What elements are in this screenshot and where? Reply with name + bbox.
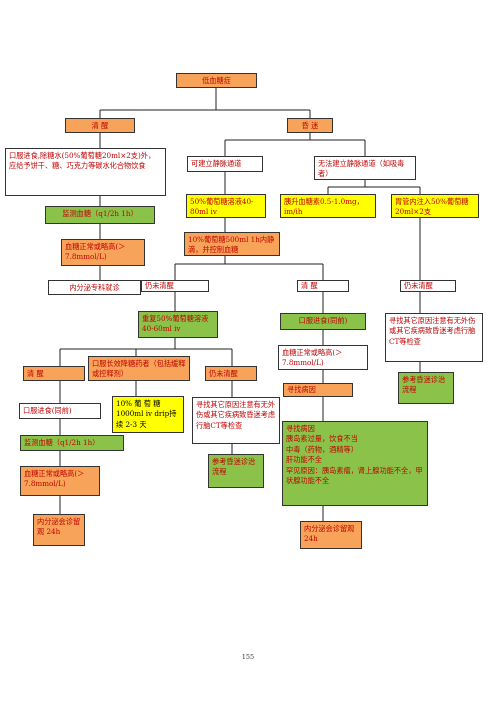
find-other-cause-mid-node: 寻找其它原因注意有无外伤或其它疾病致昏迷考虑行脑CT等检查 (192, 397, 280, 444)
coma-node: 昏 迷 (287, 118, 333, 133)
title-node: 低血糖症 (176, 73, 257, 88)
conscious-node: 清 醒 (65, 118, 135, 133)
awake-node: 清 醒 (297, 280, 349, 292)
endocrine-observe-right-node: 内分泌会诊留观 24h (300, 521, 362, 549)
still-unconscious-right-node: 仍未清醒 (400, 280, 456, 292)
endocrine-observe-left-node: 内分泌会诊留 观 24h (33, 514, 85, 546)
glucose-drip-node: 10% 葡 萄 糖1000ml iv drip持续 2-3 天 (112, 396, 184, 433)
oral-eat-node: 口服进食(同前) (280, 313, 366, 330)
find-cause-node: 寻找病因 (283, 383, 353, 397)
still-unconscious-2-node: 仍未清醒 (205, 366, 257, 381)
stomach-tube-node: 胃管内注入50%葡萄糖20ml×2支 (391, 194, 479, 218)
causes-node: 寻找病因 胰岛素过量，饮食不当 中毒（药物，酒精等） 肝功能不全 罕见原因：胰岛… (282, 421, 428, 506)
glucagon-node: 胰升血糖素0.5-1.0mg，im/ih (280, 194, 376, 218)
still-unconscious-node: 仍未清醒 (141, 280, 209, 292)
find-other-cause-node: 寻找其它原因注意有无外伤或其它疾病致昏迷考虑行脑CT等检查 (385, 313, 483, 362)
glucose10-node: 10%葡萄糖500ml 1h内静滴，并控制血糖 (184, 232, 280, 256)
coma-reference-node: 参考昏迷诊治流程 (398, 372, 454, 404)
monitor-glucose-2-node: 监测血糖（q1/2h 1h） (20, 435, 124, 451)
glucose-normal-mid-node: 血糖正常或略高(＞7.8mmol/L) (278, 345, 368, 370)
glucose-normal-2-node: 血糖正常或略高(＞7.8mmol/L) (20, 466, 100, 496)
awake-left-node: 清 醒 (23, 366, 85, 381)
endocrine-clinic-node: 内分泌专科就诊 (48, 280, 141, 295)
iv-impossible-node: 无法建立静脉通道（如吸毒者） (314, 156, 416, 180)
long-acting-drug-node: 口服长效降糖药者（包括缓释或控释剂） (88, 356, 190, 381)
repeat-glucose-node: 重复50%葡萄糖溶液40-60ml iv (138, 311, 218, 338)
monitor-glucose-node: 监测血糖（q1/2h 1h） (45, 206, 155, 224)
glucose50-node: 50%葡萄糖溶液40-80ml iv (186, 194, 266, 218)
oral-sugar-node: 口服进食,除糖水(50%葡萄糖20ml×2支)外，应给予饼干、糖、巧克力等碳水化… (5, 148, 166, 196)
iv-possible-node: 可建立静脉通道 (187, 156, 263, 172)
glucose-normal-node: 血糖正常或略高(＞7.8mmol/L) (61, 239, 145, 266)
page-number: 155 (241, 653, 255, 661)
oral-eat-left-node: 口服进食(同前) (19, 403, 101, 419)
coma-reference-mid-node: 参考昏迷诊治流程 (208, 454, 264, 488)
